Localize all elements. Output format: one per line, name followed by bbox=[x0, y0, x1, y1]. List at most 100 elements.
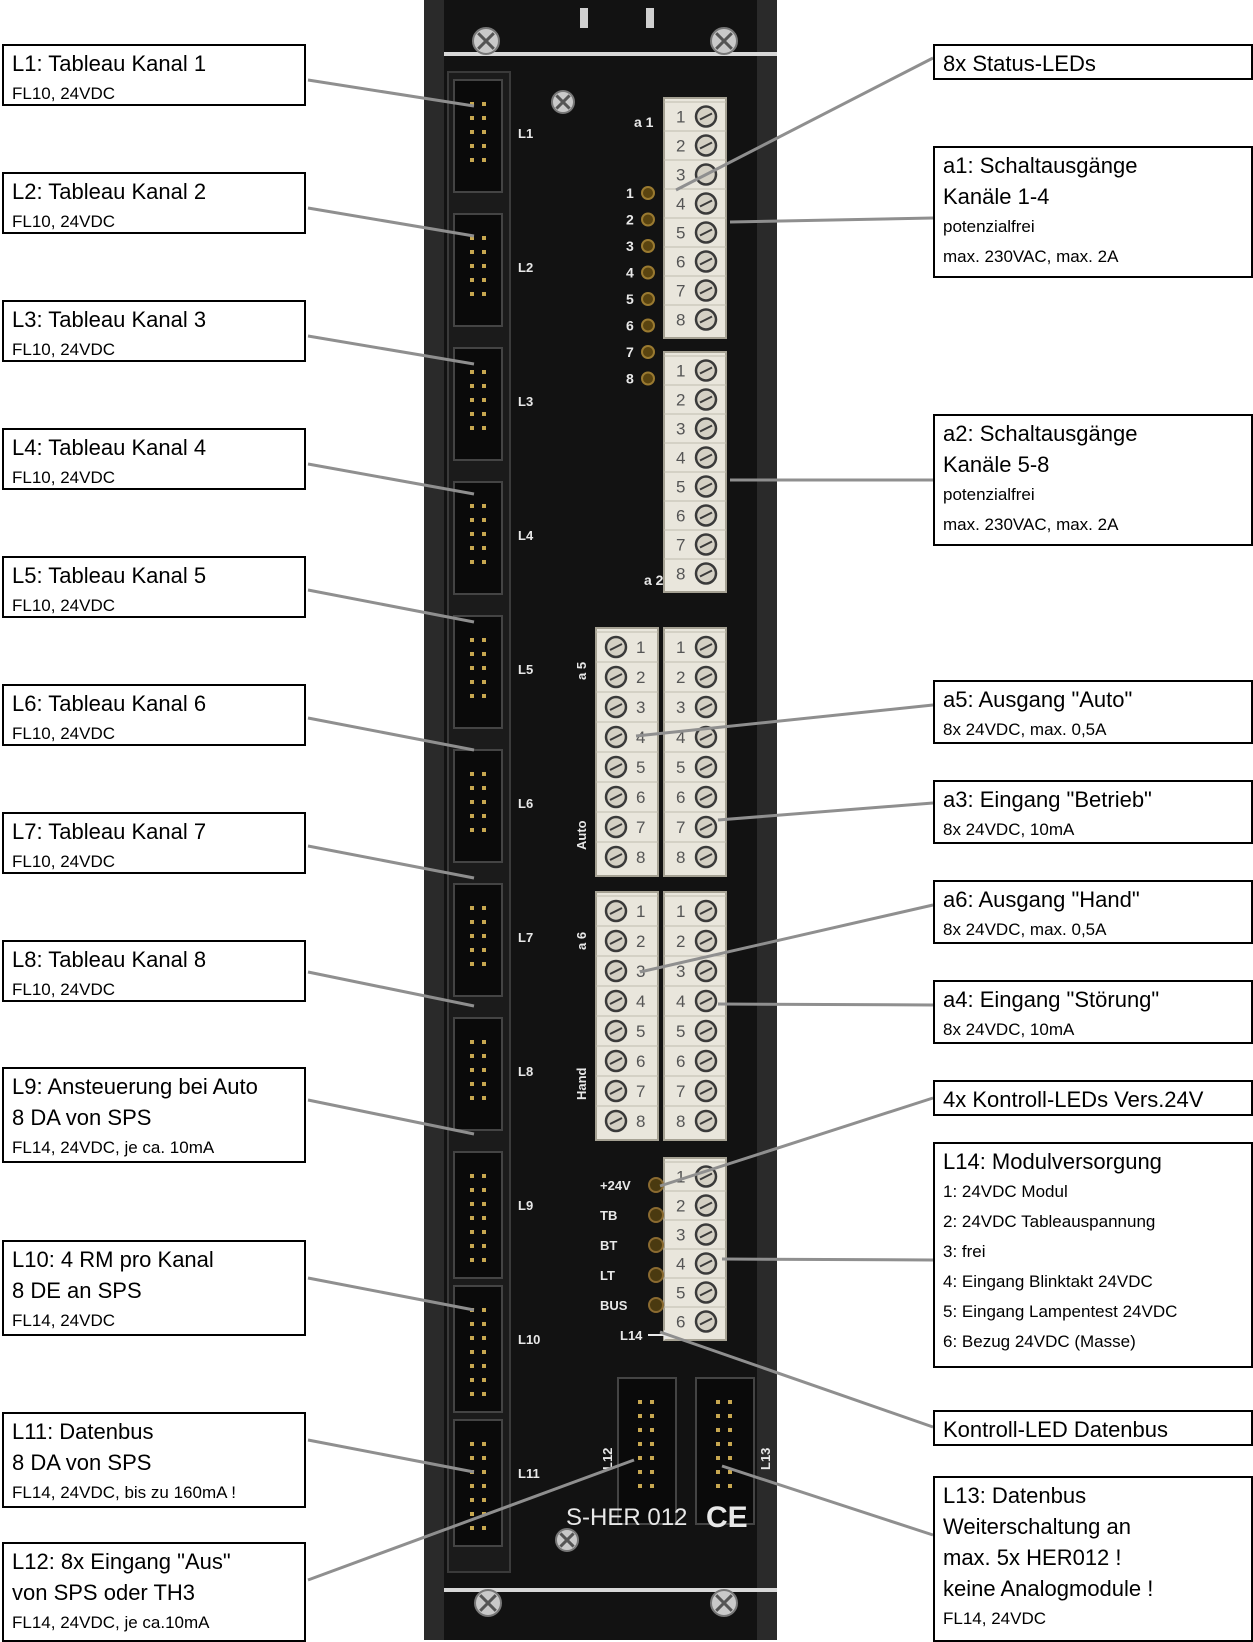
connector-l4-pin bbox=[482, 560, 486, 564]
terminal-block-a3-screw-slot bbox=[699, 853, 713, 861]
connector-l9-pin bbox=[470, 1202, 474, 1206]
connector-l11-pin bbox=[470, 1484, 474, 1488]
connector-l6-pin bbox=[482, 800, 486, 804]
connector-l13 bbox=[695, 1377, 755, 1525]
terminal-block-a4-screw-slot bbox=[699, 1117, 713, 1125]
connector-l5-pin bbox=[470, 666, 474, 670]
terminal-block-a3-screw-slot bbox=[699, 823, 713, 831]
label-l13: L13: Datenbus Weiterschaltung an max. 5x… bbox=[933, 1476, 1253, 1642]
label-l14: L14: Modulversorgung 1: 24VDC Modul 2: 2… bbox=[933, 1142, 1253, 1368]
connector-l6-pin bbox=[482, 786, 486, 790]
terminal-block-a5-number: 7 bbox=[636, 818, 645, 837]
connector-label-l13: L13 bbox=[758, 1448, 773, 1470]
connector-l6-pin bbox=[470, 800, 474, 804]
connector-l1-pin bbox=[470, 116, 474, 120]
terminal-block-a5-number: 2 bbox=[636, 668, 645, 687]
terminal-block-a4-screw-slot bbox=[699, 997, 713, 1005]
leader-line bbox=[307, 588, 475, 624]
label-l3-small-0: FL10, 24VDC bbox=[12, 340, 115, 359]
connector-l4-pin bbox=[470, 532, 474, 536]
label-l9-small-0: FL14, 24VDC, je ca. 10mA bbox=[12, 1138, 215, 1157]
connector-l3-pin bbox=[482, 426, 486, 430]
pcb-label-a2: a 2 bbox=[644, 572, 664, 588]
connector-l13-pin bbox=[716, 1442, 720, 1446]
connector-l7-pin bbox=[482, 962, 486, 966]
connector-l12-pin bbox=[650, 1442, 654, 1446]
label-a4-line-0: a4: Eingang "Störung" bbox=[943, 987, 1160, 1012]
connector-l12-pin bbox=[638, 1442, 642, 1446]
terminal-block-a3-number: 6 bbox=[676, 788, 685, 807]
terminal-block-a3-number: 8 bbox=[676, 848, 685, 867]
connector-l2-pin bbox=[470, 292, 474, 296]
terminal-block-a3-number: 1 bbox=[676, 638, 685, 657]
connector-l4-pin bbox=[482, 546, 486, 550]
terminal-block-a2-screw-slot bbox=[699, 540, 713, 549]
label-l12-line-1: von SPS oder TH3 bbox=[12, 1580, 196, 1605]
connector-l11-pin bbox=[482, 1456, 486, 1460]
status-led-number: 5 bbox=[626, 291, 634, 307]
label-l3-line-0: L3: Tableau Kanal 3 bbox=[12, 307, 207, 332]
terminal-block-a2-number: 4 bbox=[676, 449, 685, 468]
connector-l11-pin bbox=[470, 1442, 474, 1446]
connector-l5-pin bbox=[470, 652, 474, 656]
connector-l6-pin bbox=[470, 772, 474, 776]
terminal-block-a3-number: 2 bbox=[676, 668, 685, 687]
terminal-block-a2-screw-slot bbox=[699, 511, 713, 520]
connector-l2-pin bbox=[482, 264, 486, 268]
terminal-block-a1-screw-slot bbox=[699, 228, 713, 237]
connector-l8-pin bbox=[470, 1068, 474, 1072]
terminal-block-a6-screw-slot bbox=[609, 1117, 623, 1125]
terminal-block-a2-screw-slot bbox=[699, 453, 713, 462]
connector-l13-pin bbox=[728, 1470, 732, 1474]
connector-l8-pin bbox=[470, 1082, 474, 1086]
connector-label-l4: L4 bbox=[518, 528, 534, 543]
label-l14-small-0: 1: 24VDC Modul bbox=[943, 1182, 1068, 1201]
leader-line bbox=[307, 334, 475, 366]
screw-pcb-bottom-slot-b bbox=[559, 1532, 575, 1548]
connector-l3-pin bbox=[482, 412, 486, 416]
connector-label-l12: L12 bbox=[600, 1448, 615, 1470]
label-l11-line-1: 8 DA von SPS bbox=[12, 1450, 152, 1475]
connector-l11-pin bbox=[470, 1512, 474, 1516]
connector-l7 bbox=[453, 883, 503, 997]
connector-l10-pin bbox=[470, 1392, 474, 1396]
terminal-block-a4-number: 3 bbox=[676, 962, 685, 981]
connector-l11-pin bbox=[482, 1526, 486, 1530]
label-l1-small-0: FL10, 24VDC bbox=[12, 84, 115, 103]
screw-top-left-slot-b bbox=[477, 32, 495, 50]
label-a5-line-0: a5: Ausgang "Auto" bbox=[943, 687, 1133, 712]
connector-l7-pin bbox=[470, 920, 474, 924]
status-led bbox=[641, 186, 655, 200]
leader-line bbox=[659, 1096, 934, 1188]
terminal-block-a1-screw-slot bbox=[699, 257, 713, 266]
connector-l13-pin bbox=[728, 1414, 732, 1418]
terminal-block-a6-number: 1 bbox=[636, 902, 645, 921]
connector-l10-pin bbox=[482, 1350, 486, 1354]
label-l7: L7: Tableau Kanal 7 FL10, 24VDC bbox=[2, 812, 306, 874]
connector-l6-pin bbox=[470, 814, 474, 818]
connector-l8-pin bbox=[482, 1040, 486, 1044]
connector-l12-pin bbox=[638, 1484, 642, 1488]
status-led-number: 8 bbox=[626, 371, 634, 387]
terminal-block-a4-screw-slot bbox=[699, 1027, 713, 1035]
connector-l13-pin bbox=[728, 1428, 732, 1432]
terminal-block-a5-number: 6 bbox=[636, 788, 645, 807]
terminal-block-a2-screw-slot bbox=[699, 482, 713, 491]
leader-line bbox=[639, 903, 934, 974]
connector-l2-pin bbox=[470, 250, 474, 254]
leader-line bbox=[659, 1330, 934, 1429]
terminal-block-a5-screw-slot bbox=[609, 733, 623, 741]
terminal-block-a4-screw-slot bbox=[699, 937, 713, 945]
terminal-block-a3-number: 4 bbox=[676, 728, 685, 747]
terminal-block-l14-screw-slot bbox=[699, 1230, 713, 1239]
connector-l3-pin bbox=[470, 398, 474, 402]
connector-l9-pin bbox=[482, 1174, 486, 1178]
connector-l2-pin bbox=[482, 292, 486, 296]
connector-label-l6: L6 bbox=[518, 796, 533, 811]
label-a5-small-0: 8x 24VDC, max. 0,5A bbox=[943, 720, 1107, 739]
terminal-block-a6-number: 8 bbox=[636, 1112, 645, 1131]
screw-pcb-top-slot-b bbox=[555, 94, 571, 110]
terminal-block-l14-number: 5 bbox=[676, 1284, 685, 1303]
label-l10-line-1: 8 DE an SPS bbox=[12, 1278, 142, 1303]
connector-l5-pin bbox=[470, 638, 474, 642]
